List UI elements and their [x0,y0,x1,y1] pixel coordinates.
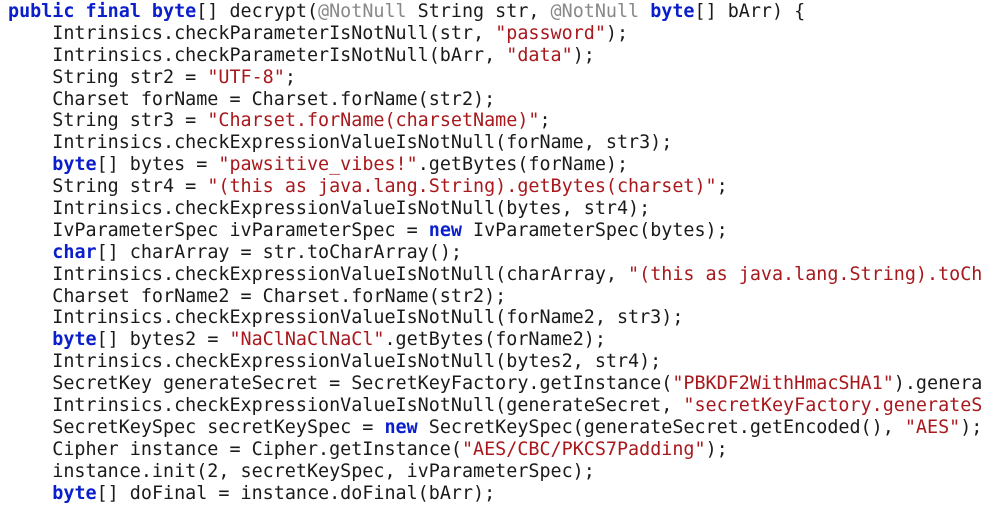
code-text: Intrinsics.checkExpressionValueIsNotNull… [8,307,684,329]
code-text: SecretKey generateSecret = SecretKeyFact… [8,373,673,395]
code-line: Cipher instance = Cipher.getInstance("AE… [8,439,981,461]
string-literal: "password" [495,22,606,44]
code-text: [] bytes = [96,154,219,176]
code-text: Intrinsics.checkExpressionValueIsNotNull… [8,351,662,373]
code-text: Intrinsics.checkParameterIsNotNull(bArr, [8,44,507,66]
keyword-token: char [52,241,97,263]
code-text: SecretKeySpec(generateSecret.getEncoded(… [417,416,905,438]
code-line: String str4 = "(this as java.lang.String… [8,176,981,198]
string-literal: "PBKDF2WithHmacSHA1" [672,373,894,395]
code-line: String str2 = "UTF-8"; [8,67,981,89]
code-text: ); [705,438,728,460]
code-text: [] charArray = str.toCharArray(); [96,241,462,263]
code-text: String str2 = [8,66,208,88]
annotation-token: @NotNull [550,1,640,22]
string-literal: "AES/CBC/PKCS7Padding" [461,438,706,460]
string-literal: "(this as java.lang.String).getBytes(cha… [207,176,717,198]
code-text: Intrinsics.checkExpressionValueIsNotNull… [8,198,651,220]
code-text: Intrinsics.checkExpressionValueIsNotNull… [8,395,684,417]
code-line: byte[] doFinal = instance.doFinal(bArr); [8,483,981,505]
code-text: [] bytes2 = [96,329,230,351]
code-text: Intrinsics.checkParameterIsNotNull(str, [8,22,496,44]
code-line: public final byte[] decrypt(@NotNull Str… [8,1,981,23]
keyword-token: byte [52,329,97,351]
code-line: instance.init(2, secretKeySpec, ivParame… [8,461,981,483]
keyword-token: new [384,416,418,438]
code-text: [] decrypt( [196,1,319,22]
code-text: String str, [406,1,551,22]
string-literal: "Charset.forName(charsetName)" [207,110,540,132]
code-line: Charset forName2 = Charset.forName(str2)… [8,286,981,308]
code-line: Intrinsics.checkExpressionValueIsNotNull… [8,198,981,220]
string-literal: "data" [506,44,573,66]
string-literal: "UTF-8" [207,66,285,88]
code-line: Intrinsics.checkExpressionValueIsNotNull… [8,351,981,373]
code-line: Intrinsics.checkParameterIsNotNull(str, … [8,23,981,45]
code-line: Intrinsics.checkParameterIsNotNull(bArr,… [8,45,981,67]
code-text: ).generat [893,373,981,395]
keyword-token: byte [650,1,695,22]
code-text [639,1,650,22]
code-text: Charset forName2 = Charset.forName(str2)… [8,285,507,307]
code-text: instance.init(2, secretKeySpec, ivParame… [8,460,595,482]
code-text [8,329,52,350]
code-text [8,154,52,175]
code-text: .getBytes(forName); [417,154,629,176]
code-text: ; [284,66,296,88]
string-literal: "pawsitive_vibes!" [218,154,418,176]
code-text: String str3 = [8,110,208,132]
code-line: byte[] bytes2 = "NaClNaClNaCl".getBytes(… [8,329,981,351]
code-text [8,242,52,263]
code-line: byte[] bytes = "pawsitive_vibes!".getByt… [8,154,981,176]
code-line: Intrinsics.checkExpressionValueIsNotNull… [8,132,981,154]
code-text: ); [960,416,981,438]
code-text: SecretKeySpec secretKeySpec = [8,416,385,438]
code-text [8,483,52,504]
string-literal: "AES" [904,416,961,438]
code-line: SecretKeySpec secretKeySpec = new Secret… [8,417,981,439]
code-line: Intrinsics.checkExpressionValueIsNotNull… [8,395,981,417]
code-text: [] doFinal = instance.doFinal(bArr); [96,482,496,504]
code-line: SecretKey generateSecret = SecretKeyFact… [8,373,981,395]
code-text: Intrinsics.checkExpressionValueIsNotNull… [8,132,673,154]
keyword-token: public final byte [8,1,197,22]
code-line: Intrinsics.checkExpressionValueIsNotNull… [8,264,981,286]
string-literal: "NaClNaClNaCl" [229,329,385,351]
code-text: .getBytes(forName2); [384,329,606,351]
string-literal: "secretKeyFactory.generateSe [683,395,981,417]
code-text: ); [605,22,629,44]
keyword-token: new [428,219,462,241]
code-line: String str3 = "Charset.forName(charsetNa… [8,110,981,132]
code-line: char[] charArray = str.toCharArray(); [8,242,981,264]
code-line: Intrinsics.checkExpressionValueIsNotNull… [8,307,981,329]
code-line: IvParameterSpec ivParameterSpec = new Iv… [8,220,981,242]
code-text: ); [572,44,595,66]
code-text: IvParameterSpec ivParameterSpec = [8,219,429,241]
annotation-token: @NotNull [318,1,407,22]
code-text: IvParameterSpec(bytes); [461,219,728,241]
code-text: ; [539,110,551,132]
code-line: Charset forName = Charset.forName(str2); [8,89,981,111]
keyword-token: byte [52,154,97,176]
code-text: ; [716,176,728,198]
keyword-token: byte [52,482,97,504]
code-text: [] bArr) { [694,1,806,22]
code-text: String str4 = [8,176,208,198]
code-text: Intrinsics.checkExpressionValueIsNotNull… [8,263,629,285]
code-text: Charset forName = Charset.forName(str2); [8,88,496,110]
code-text: Cipher instance = Cipher.getInstance( [8,438,462,460]
code-editor[interactable]: public final byte[] decrypt(@NotNull Str… [8,1,981,504]
string-literal: "(this as java.lang.String).toCha [628,263,981,285]
